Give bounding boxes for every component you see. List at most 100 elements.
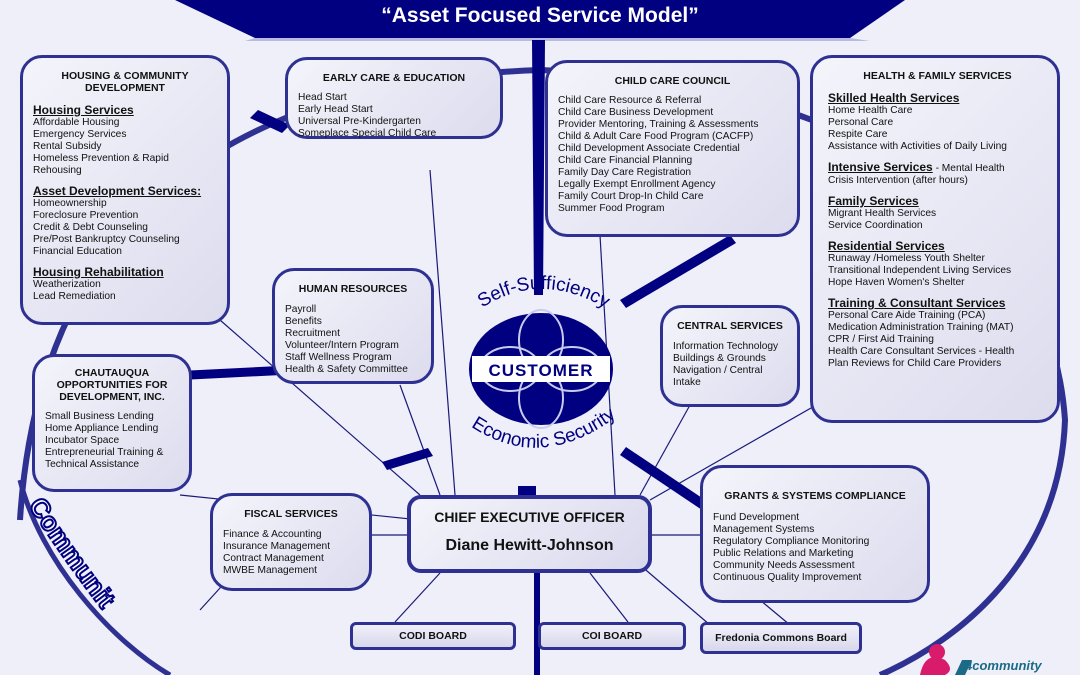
list-item: Child Care Resource & Referral xyxy=(558,95,702,106)
list-item: Rental Subsidy xyxy=(33,141,102,152)
list-item: Emergency Services xyxy=(33,129,127,140)
list-item: Affordable Housing xyxy=(33,117,120,128)
box-header: CHAUTAUQUA OPPORTUNITIES FOR DEVELOPMENT… xyxy=(56,367,168,403)
list-item: Recruitment xyxy=(285,328,340,339)
outer-arc-left xyxy=(17,479,172,675)
list-item: Child Care Business Development xyxy=(558,107,714,118)
thick-connectors xyxy=(160,40,736,675)
list-item: Navigation / Central xyxy=(673,365,763,376)
list-item: Provider Mentoring, Training & Assessmen… xyxy=(558,119,759,130)
box-grants-systems-compliance: GRANTS & SYSTEMS COMPLIANCE Fund Develop… xyxy=(700,465,930,603)
logo-word: community xyxy=(972,658,1042,673)
logo-text: 4community xyxy=(965,658,1042,673)
logo-prefix: 4 xyxy=(965,658,973,673)
box-health-family-services: HEALTH & FAMILY SERVICES Skilled Health … xyxy=(810,55,1060,423)
title-subtitle: “Asset Focused Service Model” xyxy=(381,4,699,27)
section-title: Residential Services xyxy=(828,239,945,253)
list-item: Intake xyxy=(673,377,701,388)
title-banner-shadow xyxy=(245,38,870,41)
ceo-box: CHIEF EXECUTIVE OFFICER Diane Hewitt-Joh… xyxy=(407,495,652,573)
list-item: Public Relations and Marketing xyxy=(713,548,854,559)
list-item: Financial Education xyxy=(33,246,122,257)
list-item: Head Start xyxy=(298,92,347,103)
section-subtitle: - Mental Health xyxy=(932,163,1005,174)
list-item: Lead Remediation xyxy=(33,291,116,302)
customer-label-bg xyxy=(472,356,610,382)
ceo-name: Diane Hewitt-Johnson xyxy=(445,537,614,554)
list-item: Early Head Start xyxy=(298,104,373,115)
list-item: Crisis Intervention (after hours) xyxy=(828,175,968,186)
list-item: Medication Administration Training (MAT) xyxy=(828,322,1014,333)
list-item: Respite Care xyxy=(828,129,888,140)
list-item: Payroll xyxy=(285,304,317,315)
list-item: CPR / First Aid Training xyxy=(828,334,934,345)
list-item: Runaway /Homeless Youth Shelter xyxy=(828,253,985,264)
list-item: Summer Food Program xyxy=(558,203,665,214)
section-title: Intensive Services xyxy=(828,160,933,174)
list-item: Credit & Debt Counseling xyxy=(33,222,148,233)
list-item: Home Appliance Lending xyxy=(45,423,159,434)
list-item: Community Needs Assessment xyxy=(713,560,855,571)
section-title: Housing Services xyxy=(33,103,134,117)
self-sufficiency-label: Self-Sufficiency xyxy=(474,273,614,313)
list-item: Incubator Space xyxy=(45,435,120,446)
section-title: Skilled Health Services xyxy=(828,91,960,105)
customer-label: CUSTOMER xyxy=(489,361,594,380)
list-item: Volunteer/Intern Program xyxy=(285,340,399,351)
list-item: Finance & Accounting xyxy=(223,529,322,540)
list-item: Fund Development xyxy=(713,512,800,523)
list-item: Universal Pre-Kindergarten xyxy=(298,116,421,127)
box-header: HUMAN RESOURCES xyxy=(298,283,408,295)
section-title: Asset Development Services: xyxy=(33,184,202,198)
list-item: Contract Management xyxy=(223,553,324,564)
list-item: Technical Assistance xyxy=(45,459,139,470)
list-item: Information Technology xyxy=(673,341,779,352)
community-logo-icon xyxy=(920,644,972,675)
list-item: Personal Care Aide Training (PCA) xyxy=(828,310,986,321)
board-coi: COI BOARD xyxy=(538,622,686,650)
list-item: Migrant Health Services xyxy=(828,208,937,219)
list-item: Pre/Post Bankruptcy Counseling xyxy=(33,234,180,245)
communities-arc-label: Communit xyxy=(23,492,122,614)
box-header: HOUSING & COMMUNITY DEVELOPMENT xyxy=(61,70,189,94)
list-item: Small Business Lending xyxy=(45,411,154,422)
list-item: Weatherization xyxy=(33,279,101,290)
list-item: Child Development Associate Credential xyxy=(558,143,740,154)
board-codi: CODI BOARD xyxy=(350,622,516,650)
section-title: Family Services xyxy=(828,194,919,208)
box-housing-community-development: HOUSING & COMMUNITY DEVELOPMENT Housing … xyxy=(20,55,230,325)
list-item: Health Care Consultant Services - Health xyxy=(828,346,1015,357)
list-item: Family Court Drop-In Child Care xyxy=(558,191,704,202)
list-item: MWBE Management xyxy=(223,565,317,576)
list-item: Buildings & Grounds xyxy=(673,353,766,364)
list-item: Continuous Quality Improvement xyxy=(713,572,862,583)
list-item: Service Coordination xyxy=(828,220,923,231)
list-item: Legally Exempt Enrollment Agency xyxy=(558,179,716,190)
box-child-care-council: CHILD CARE COUNCIL Child Care Resource &… xyxy=(545,60,800,237)
box-codi: CHAUTAUQUA OPPORTUNITIES FOR DEVELOPMENT… xyxy=(32,354,192,492)
list-item: Homeless Prevention & Rapid xyxy=(33,153,169,164)
list-item: Child & Adult Care Food Program (CACFP) xyxy=(558,131,754,142)
list-item: Hope Haven Women's Shelter xyxy=(828,277,965,288)
list-item: Child Care Financial Planning xyxy=(558,155,693,166)
section-title: Housing Rehabilitation xyxy=(33,265,164,279)
title-banner xyxy=(175,0,905,38)
box-header: HEALTH & FAMILY SERVICES xyxy=(863,70,1012,82)
list-item: Staff Wellness Program xyxy=(285,352,392,363)
box-header: FISCAL SERVICES xyxy=(244,508,338,520)
list-item: Home Health Care xyxy=(828,105,913,116)
box-header: GRANTS & SYSTEMS COMPLIANCE xyxy=(724,490,906,502)
section-title: Training & Consultant Services xyxy=(828,296,1006,310)
